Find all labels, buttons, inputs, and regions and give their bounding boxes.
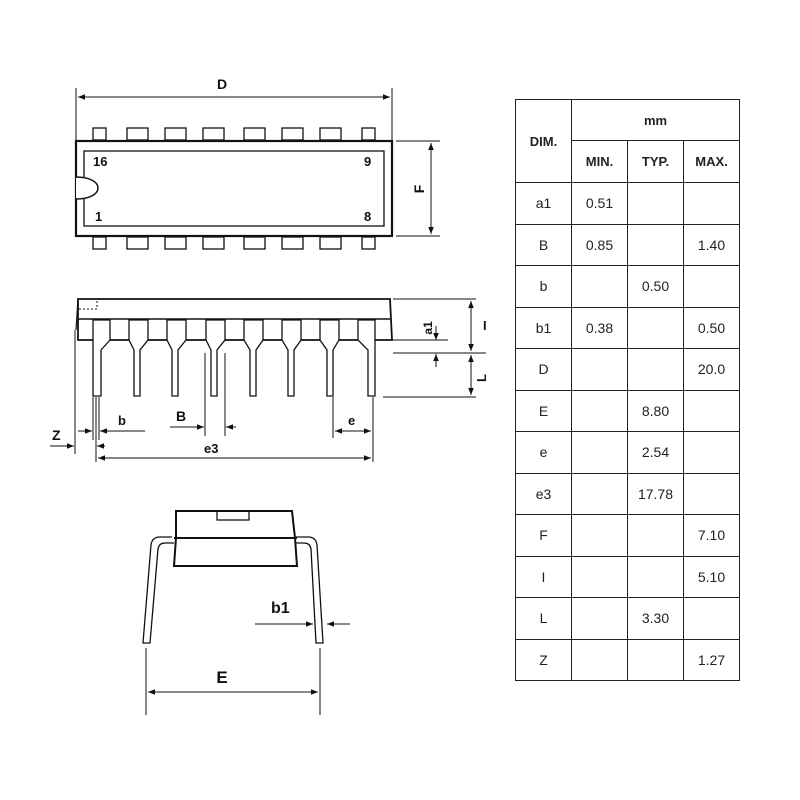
min-cell <box>571 555 628 598</box>
dim-cell: b1 <box>515 306 572 349</box>
pin-label-8: 8 <box>364 209 371 224</box>
min-cell <box>571 431 628 474</box>
dim-cell: B <box>515 223 572 266</box>
dim-label-b1: b1 <box>271 600 290 617</box>
dim-cell: a1 <box>515 182 572 225</box>
max-column-header: MAX. <box>683 140 740 183</box>
min-cell <box>571 348 628 391</box>
max-cell <box>683 389 740 432</box>
table-row: L 3.30 <box>515 597 740 640</box>
min-cell: 0.85 <box>571 223 628 266</box>
pin-label-1: 1 <box>95 209 102 224</box>
max-cell: 5.10 <box>683 555 740 598</box>
table-row: b 0.50 <box>515 265 740 308</box>
typ-column-header: TYP. <box>627 140 684 183</box>
max-cell: 1.27 <box>683 638 740 681</box>
min-cell <box>571 597 628 640</box>
max-cell <box>683 265 740 308</box>
typ-cell <box>627 514 684 557</box>
dim-label-e3: e3 <box>204 441 218 456</box>
min-cell: 0.51 <box>571 182 628 225</box>
max-cell <box>683 431 740 474</box>
typ-cell <box>627 223 684 266</box>
typ-cell: 2.54 <box>627 431 684 474</box>
typ-cell <box>627 348 684 391</box>
table-row: F 7.10 <box>515 514 740 557</box>
table-subheader-row: MIN. TYP. MAX. <box>516 140 740 183</box>
max-cell <box>683 472 740 515</box>
dim-cell: D <box>515 348 572 391</box>
max-cell: 0.50 <box>683 306 740 349</box>
table-header-row: DIM. mm <box>515 99 740 183</box>
dim-label-E: E <box>216 668 227 687</box>
typ-cell: 17.78 <box>627 472 684 515</box>
table-row: I 5.10 <box>515 555 740 598</box>
dim-cell: I <box>515 555 572 598</box>
min-cell: 0.38 <box>571 306 628 349</box>
unit-header: mm <box>571 99 740 141</box>
dim-label-e: e <box>348 413 355 428</box>
min-cell <box>571 265 628 308</box>
dim-cell: E <box>515 389 572 432</box>
end-view <box>142 510 350 715</box>
min-cell <box>571 638 628 681</box>
min-cell <box>571 514 628 557</box>
dim-label-Z: Z <box>52 427 61 443</box>
max-cell <box>683 182 740 225</box>
max-cell <box>683 597 740 640</box>
dim-cell: F <box>515 514 572 557</box>
table-row: D 20.0 <box>515 348 740 391</box>
top-view <box>74 88 440 250</box>
max-cell: 20.0 <box>683 348 740 391</box>
max-cell: 7.10 <box>683 514 740 557</box>
typ-cell: 3.30 <box>627 597 684 640</box>
min-cell <box>571 472 628 515</box>
table-row: e3 17.78 <box>515 472 740 515</box>
table-row: e 2.54 <box>515 431 740 474</box>
dim-cell: b <box>515 265 572 308</box>
dim-column-header: DIM. <box>515 99 572 183</box>
min-cell <box>571 389 628 432</box>
min-column-header: MIN. <box>571 140 628 183</box>
dim-label-a1: a1 <box>421 321 435 335</box>
typ-cell <box>627 638 684 681</box>
dim-cell: Z <box>515 638 572 681</box>
dim-cell: e <box>515 431 572 474</box>
table-row: E 8.80 <box>515 389 740 432</box>
dim-cell: L <box>515 597 572 640</box>
dim-label-B: B <box>176 408 186 424</box>
pin-label-16: 16 <box>93 154 107 169</box>
typ-cell: 8.80 <box>627 389 684 432</box>
typ-cell <box>627 182 684 225</box>
dim-label-L: L <box>474 374 489 382</box>
dim-label-D: D <box>217 76 227 92</box>
table-row: Z 1.27 <box>515 638 740 681</box>
typ-cell <box>627 306 684 349</box>
pin-label-9: 9 <box>364 154 371 169</box>
dim-cell: e3 <box>515 472 572 515</box>
dim-label-I: I <box>483 318 487 333</box>
dim-label-F: F <box>411 184 427 193</box>
side-view <box>50 298 486 462</box>
max-cell: 1.40 <box>683 223 740 266</box>
dim-label-b: b <box>118 413 126 428</box>
typ-cell <box>627 555 684 598</box>
typ-cell: 0.50 <box>627 265 684 308</box>
